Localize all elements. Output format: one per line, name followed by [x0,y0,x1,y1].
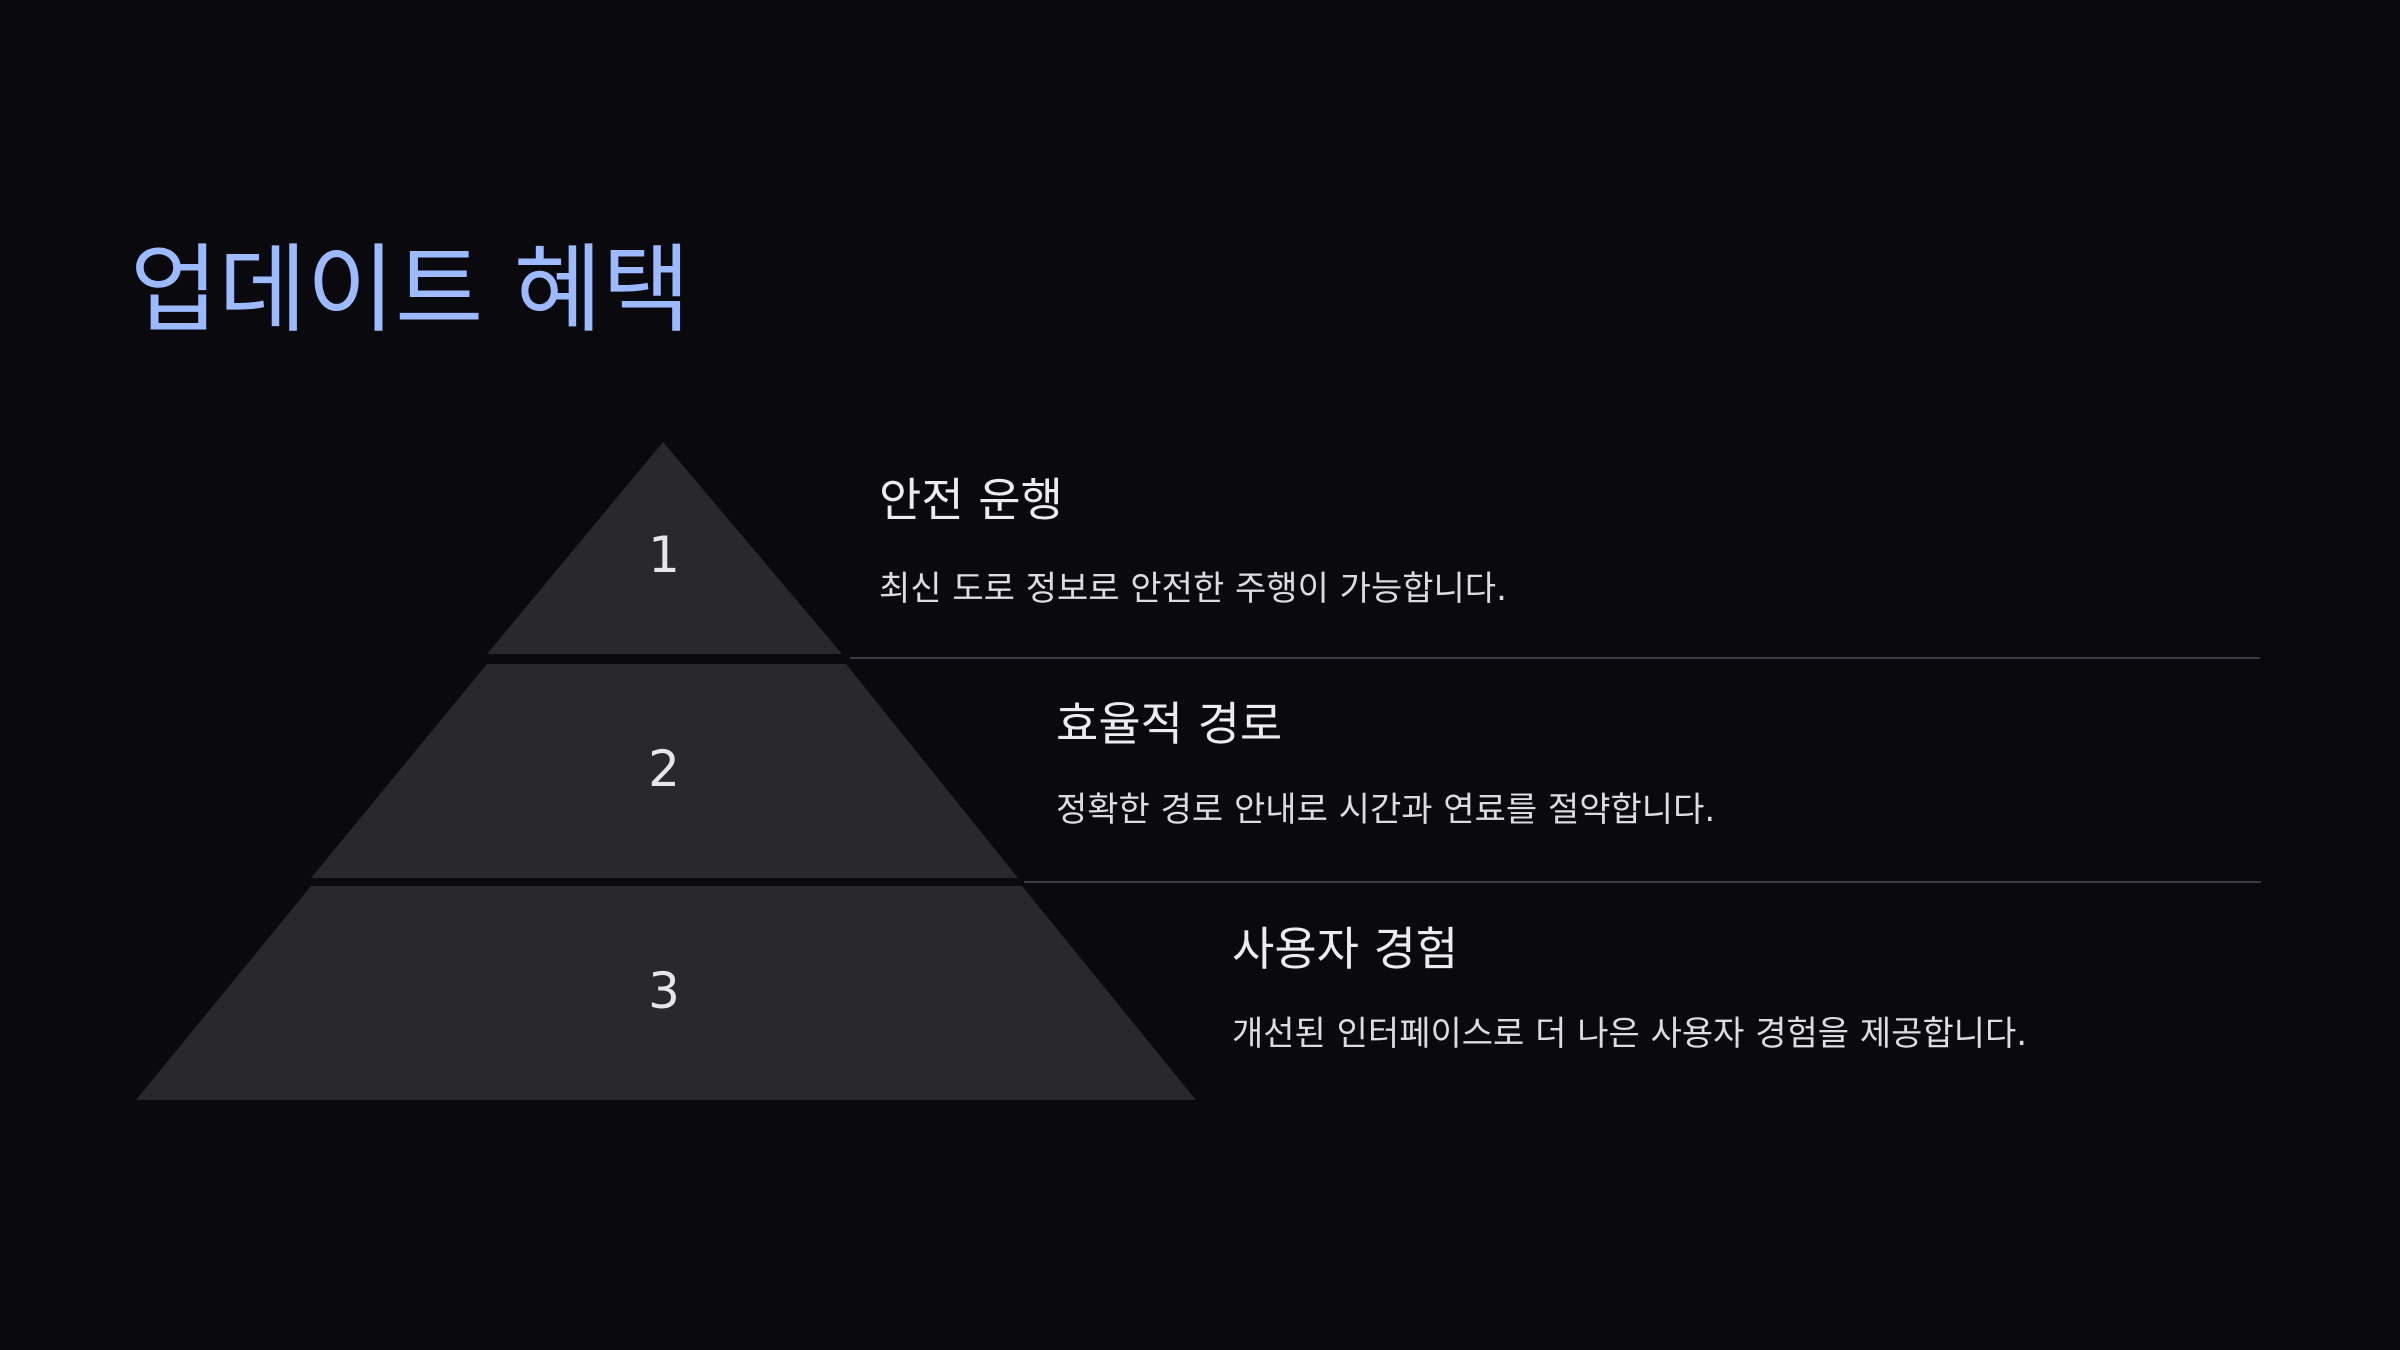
pyramid-level-1-number: 1 [648,526,680,584]
level-2-title: 효율적 경로 [1056,697,1283,751]
pyramid-level-3 [136,886,1196,1100]
pyramid-level-2 [311,664,1018,878]
level-1-title: 안전 운행 [879,473,1063,527]
level-3-description: 개선된 인터페이스로 더 나은 사용자 경험을 제공합니다. [1232,1014,2028,1054]
level-2-description: 정확한 경로 안내로 시간과 연료를 절약합니다. [1056,790,1716,830]
pyramid-level-1 [487,442,842,654]
level-2-divider [1024,881,2261,883]
page-title: 업데이트 혜택 [130,234,691,346]
level-3-title: 사용자 경험 [1232,922,1459,976]
level-1-description: 최신 도로 정보로 안전한 주행이 가능합니다. [879,569,1507,609]
pyramid-level-3-number: 3 [648,962,680,1020]
pyramid-level-2-number: 2 [648,740,680,798]
level-1-divider [850,657,2260,659]
